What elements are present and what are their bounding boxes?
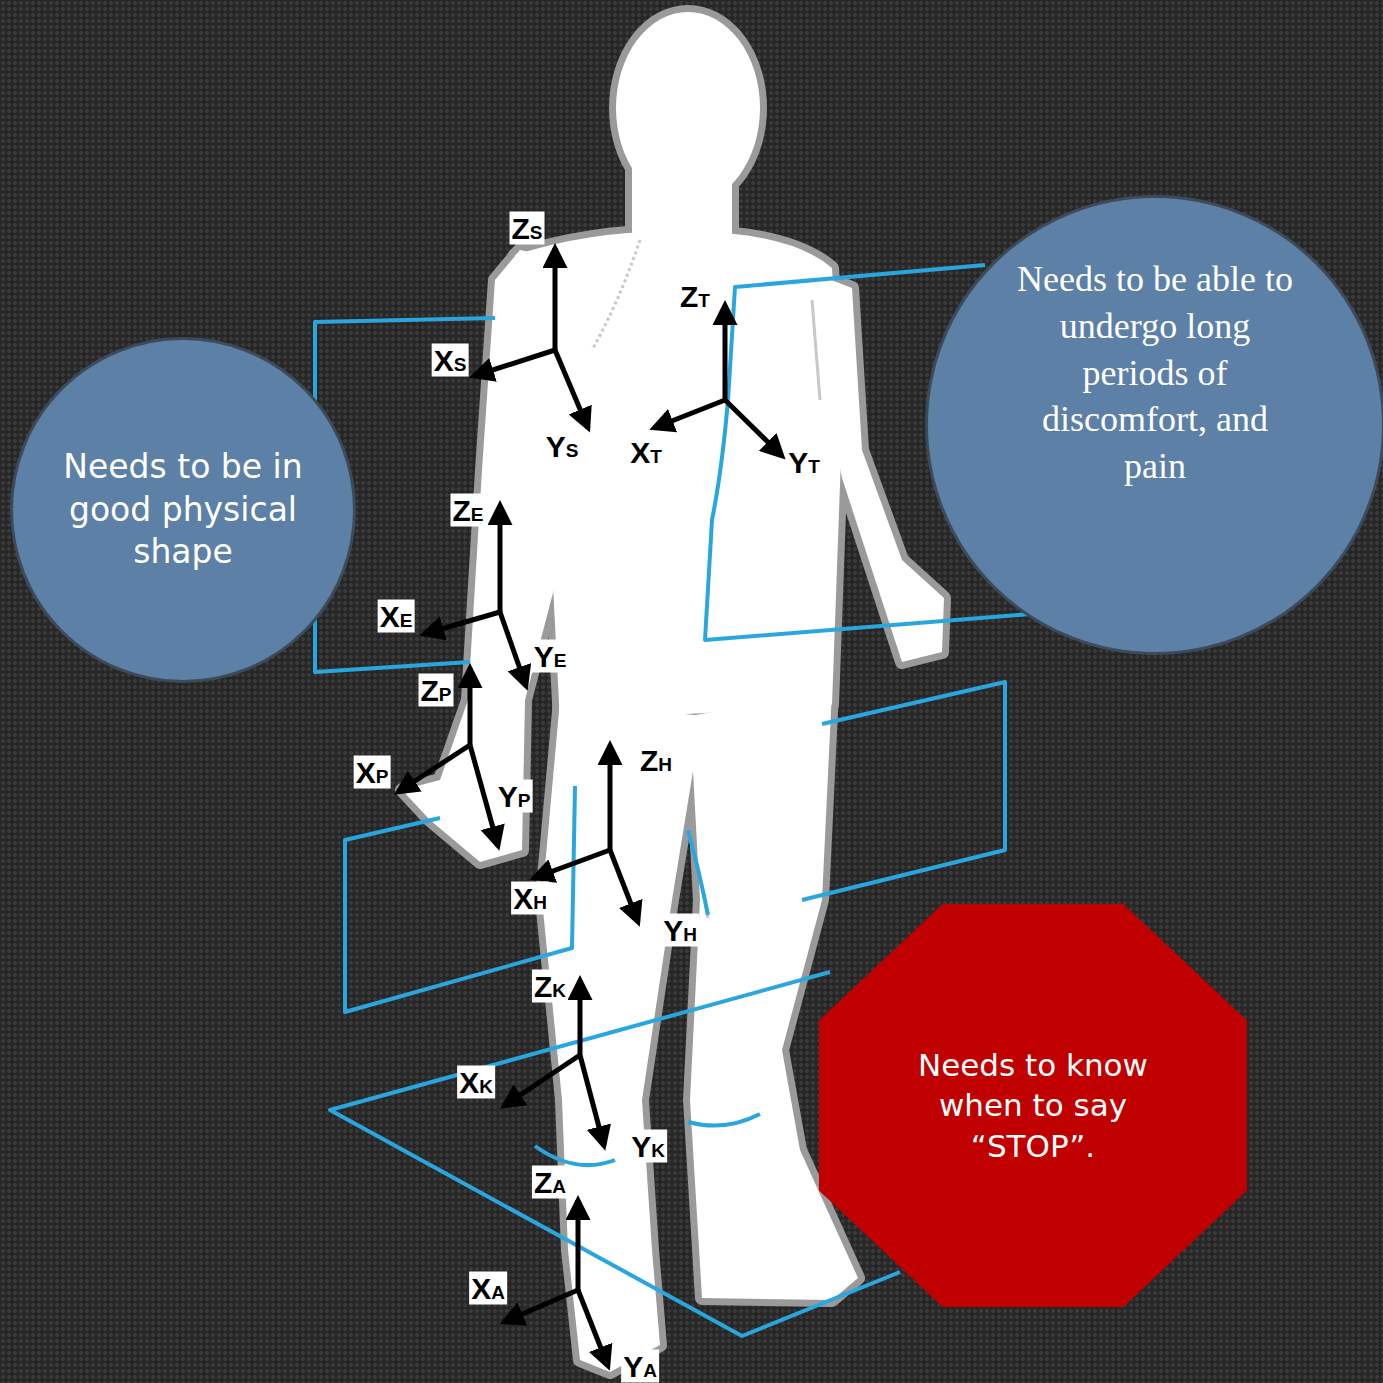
axis-arrow: [608, 745, 613, 850]
axis-label: ZK: [532, 970, 568, 1003]
axis-label: ZH: [638, 744, 674, 777]
axis-label: ZA: [532, 1166, 568, 1199]
axis-label: ZT: [678, 280, 712, 313]
axis-arrow: [534, 850, 610, 878]
note-circle: Needs to be able to undergo long periods…: [925, 195, 1383, 655]
axis-label: ZE: [450, 494, 485, 527]
axis-label: XA: [469, 1272, 507, 1305]
axis-arrow: [723, 305, 728, 400]
axis-arrow: [474, 350, 555, 376]
axis-arrow: [504, 1290, 578, 1322]
axis-arrow: [578, 980, 583, 1055]
axis-arrow: [470, 745, 498, 846]
axis-label: YS: [544, 430, 581, 463]
stop-octagon: Needs to know when to say “STOP”.: [818, 903, 1248, 1308]
axis-label: YP: [496, 780, 533, 813]
axis-label: XT: [628, 436, 664, 469]
note-text: Needs to be in good physical shape: [42, 446, 324, 575]
axis-label: YA: [621, 1350, 659, 1383]
axis-label: YE: [532, 640, 569, 673]
axis-arrow: [553, 248, 558, 350]
axis-label: YT: [786, 446, 822, 479]
axis-arrow: [398, 745, 470, 792]
axis-arrow: [654, 400, 725, 428]
axis-arrow: [504, 1055, 580, 1106]
figure-detail: [592, 240, 820, 918]
axis-label: ZS: [509, 212, 544, 245]
axis-label: YH: [661, 914, 699, 947]
axis-arrow: [424, 612, 500, 634]
axis-label: XH: [511, 882, 549, 915]
note-circle: Needs to be in good physical shape: [10, 337, 356, 683]
axis-arrow: [578, 1290, 608, 1366]
note-text: Needs to be able to undergo long periods…: [1010, 256, 1300, 490]
axis-label: ZP: [418, 674, 453, 707]
axis-label: YK: [629, 1130, 667, 1163]
axis-arrows: [398, 248, 782, 1366]
note-text: Needs to know when to say “STOP”.: [898, 1045, 1168, 1166]
axis-label: XE: [378, 600, 415, 633]
axis-arrow: [555, 350, 588, 428]
axis-label: XS: [432, 344, 469, 377]
axis-label: XP: [354, 756, 391, 789]
axis-arrow: [498, 505, 503, 612]
axis-arrow: [725, 400, 782, 456]
axis-label: XK: [457, 1066, 495, 1099]
axis-arrow: [500, 612, 526, 686]
axis-arrow: [576, 1200, 581, 1290]
axis-arrow: [580, 1055, 604, 1146]
axis-arrow: [468, 668, 473, 745]
axis-arrow: [610, 850, 638, 922]
